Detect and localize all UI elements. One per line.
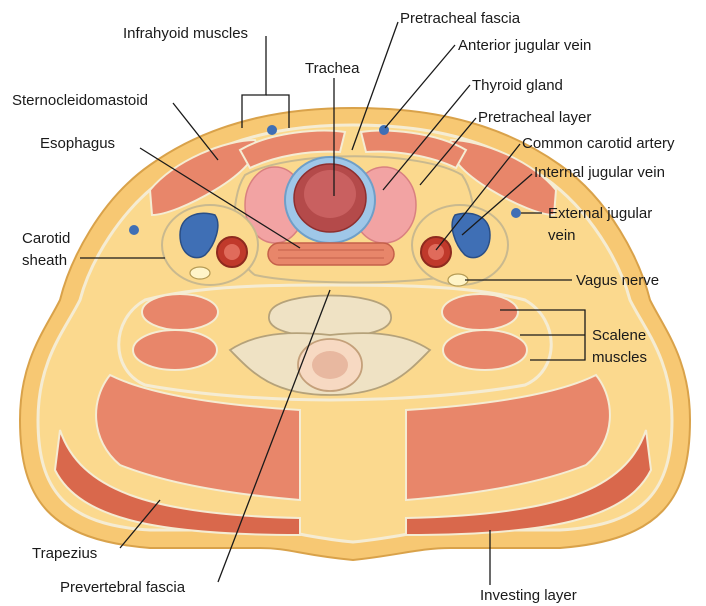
anterior-jugular-vein-right [379, 125, 389, 135]
label-scalene-muscles-line2: muscles [592, 349, 647, 366]
label-vagus-nerve: Vagus nerve [576, 272, 659, 289]
label-esophagus: Esophagus [40, 135, 115, 152]
label-pretracheal-layer: Pretracheal layer [478, 109, 591, 126]
external-jugular-vein-right [511, 208, 521, 218]
scalene-right-1 [442, 294, 518, 330]
label-investing-layer: Investing layer [480, 587, 577, 604]
label-common-carotid-artery: Common carotid artery [522, 135, 675, 152]
label-scalene-muscles-line1: Scalene [592, 327, 646, 344]
label-internal-jugular-vein: Internal jugular vein [534, 164, 665, 181]
spinal-cord-inner [312, 351, 348, 379]
label-external-jugular-vein-line2: vein [548, 227, 576, 244]
common-carotid-artery-left-lumen [224, 244, 240, 260]
trachea-lumen-inner [304, 170, 356, 218]
scalene-left-2 [133, 330, 217, 370]
label-carotid-sheath-line2: sheath [22, 252, 67, 269]
label-carotid-sheath-line1: Carotid [22, 230, 70, 247]
scalene-right-2 [443, 330, 527, 370]
label-pretracheal-fascia: Pretracheal fascia [400, 10, 521, 27]
anterior-jugular-vein-left [267, 125, 277, 135]
label-trapezius: Trapezius [32, 545, 97, 562]
label-prevertebral-fascia: Prevertebral fascia [60, 579, 186, 596]
label-sternocleidomastoid: Sternocleidomastoid [12, 92, 148, 109]
vagus-nerve-left [190, 267, 210, 279]
label-infrahyoid-muscles: Infrahyoid muscles [123, 25, 248, 42]
external-jugular-vein-left [129, 225, 139, 235]
scalene-left-1 [142, 294, 218, 330]
esophagus [268, 243, 394, 265]
vertebral-body [269, 296, 391, 339]
leader-infrahyoid [242, 36, 266, 128]
common-carotid-artery-right-lumen [428, 244, 444, 260]
label-thyroid-gland: Thyroid gland [472, 77, 563, 94]
label-external-jugular-vein-line1: External jugular [548, 205, 652, 222]
label-trachea: Trachea [305, 60, 360, 77]
label-anterior-jugular-vein: Anterior jugular vein [458, 37, 591, 54]
